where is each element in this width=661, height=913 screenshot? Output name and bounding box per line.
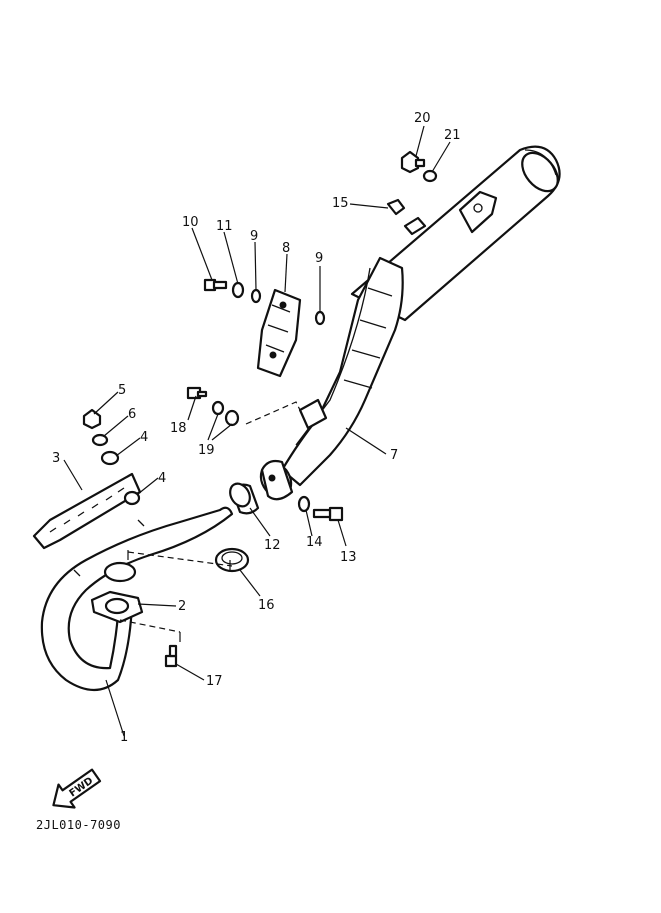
leader-lines [63,125,451,737]
bolt-5 [82,408,102,430]
fwd-arrow-icon: FWD [52,768,102,809]
washer-21 [422,169,438,183]
bolt-17 [164,644,178,668]
callout-12: 12 [264,538,281,553]
callout-15: 15 [332,196,349,211]
collar-6 [91,433,109,447]
exhaust-pipe-1 [40,506,234,692]
callout-13: 13 [340,550,357,565]
bolt-20 [400,150,426,174]
callout-10: 10 [182,215,199,230]
washer-11 [231,281,245,299]
callout-9-upper: 9 [250,229,258,244]
muffler [350,145,561,322]
callout-8: 8 [282,241,290,256]
callout-19: 19 [198,443,215,458]
bolt-10 [203,278,228,292]
diagram-code: 2JL010-7090 [36,818,121,832]
callout-20: 20 [414,111,431,126]
callout-1: 1 [120,730,128,745]
callout-18: 18 [170,421,187,436]
washer-14 [297,495,311,513]
washers-19 [211,400,240,427]
assembly-lines [119,401,301,642]
washer-9a [250,288,262,304]
callout-9-lower: 9 [315,251,323,266]
callout-6: 6 [128,407,136,422]
joint-12 [229,482,260,515]
callout-21: 21 [444,128,461,143]
callout-4-lower: 4 [158,471,166,486]
callout-7: 7 [390,448,398,463]
callout-16: 16 [258,598,275,613]
callout-14: 14 [306,535,323,550]
damper-4b [123,490,141,506]
bolt-18 [186,386,208,400]
callout-4-upper: 4 [140,430,148,445]
callout-2: 2 [178,599,186,614]
exhaust-pipe-7 [259,256,404,501]
callout-11: 11 [216,219,233,234]
washer-9b [314,310,326,326]
callout-3: 3 [52,451,60,466]
protector-8 [256,288,302,378]
bolt-13 [312,506,344,522]
callout-17: 17 [206,674,223,689]
callout-5: 5 [118,383,126,398]
gasket-16 [214,547,250,573]
protector-3 [32,472,142,550]
callout-labels: 20 21 15 10 11 9 8 9 5 18 6 4 19 7 3 4 1… [52,111,461,745]
damper-4a [100,450,120,466]
nut-15 [386,198,406,216]
